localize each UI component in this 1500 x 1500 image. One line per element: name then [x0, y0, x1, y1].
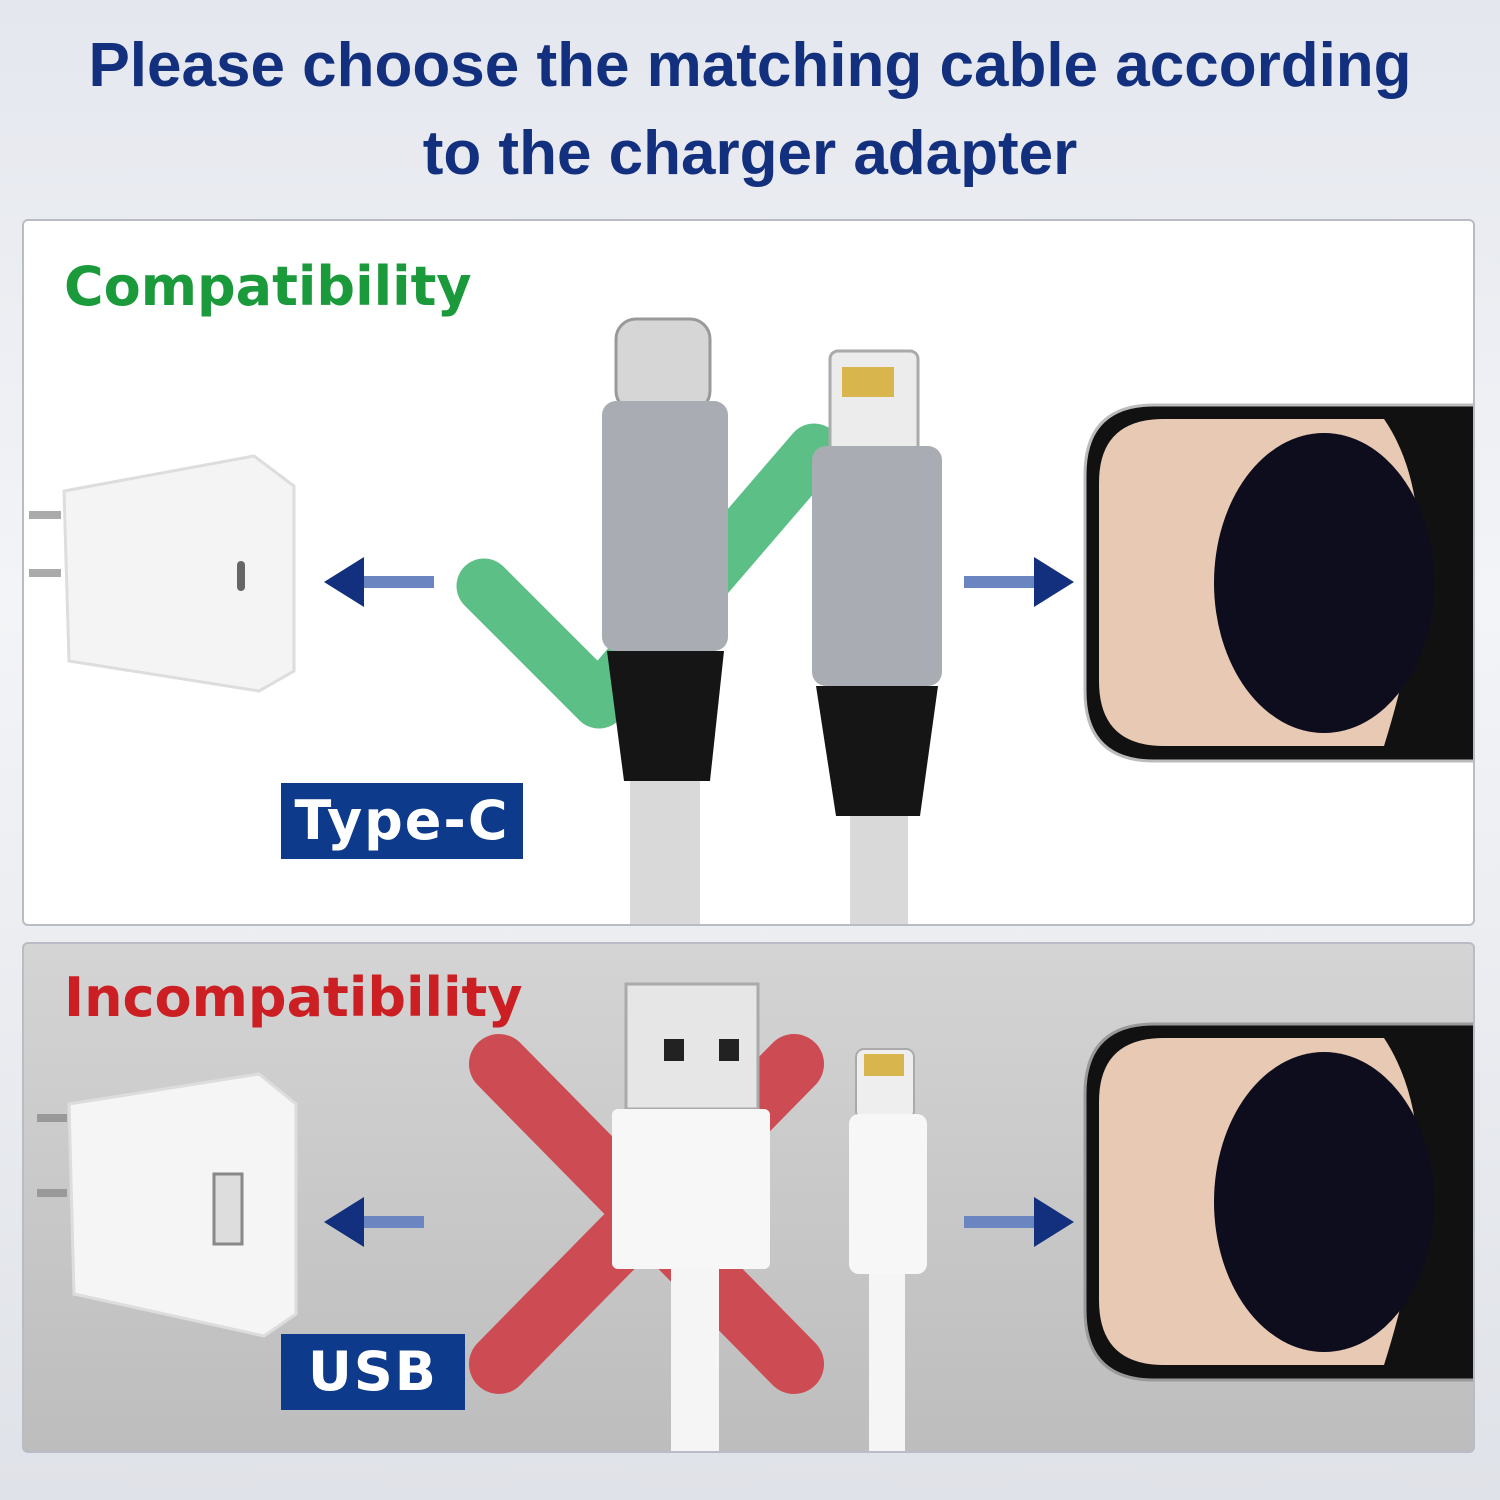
type-c-cable-image [602, 317, 728, 924]
title-line-1: Please choose the matching cable accordi… [88, 31, 1412, 100]
incompatibility-illustration [37, 982, 1473, 1451]
usb-c-charger-image [29, 454, 296, 693]
iphone-image [1083, 1022, 1473, 1382]
compatibility-heading: Compatibility [64, 255, 472, 318]
compatibility-panel: Compatibility Type-C [22, 219, 1475, 926]
arrow-right-icon [964, 1197, 1074, 1247]
check-icon [456, 423, 842, 729]
type-c-label: Type-C [281, 783, 523, 859]
lightning-cable-image [849, 1048, 927, 1451]
compatibility-illustration [29, 317, 1473, 924]
lightning-cable-image [812, 349, 942, 924]
usb-a-charger-image [37, 1072, 298, 1338]
arrow-left-icon [324, 557, 434, 607]
usb-label: USB [281, 1334, 465, 1410]
title-line-2: to the charger adapter [422, 119, 1078, 188]
iphone-image [1083, 403, 1473, 763]
incompatibility-heading: Incompatibility [64, 966, 523, 1029]
incompatibility-panel: Incompatibility USB [22, 942, 1475, 1453]
arrow-left-icon [324, 1197, 424, 1247]
usb-a-cable-image [612, 982, 770, 1451]
page-title: Please choose the matching cable accordi… [0, 22, 1500, 198]
arrow-right-icon [964, 557, 1074, 607]
